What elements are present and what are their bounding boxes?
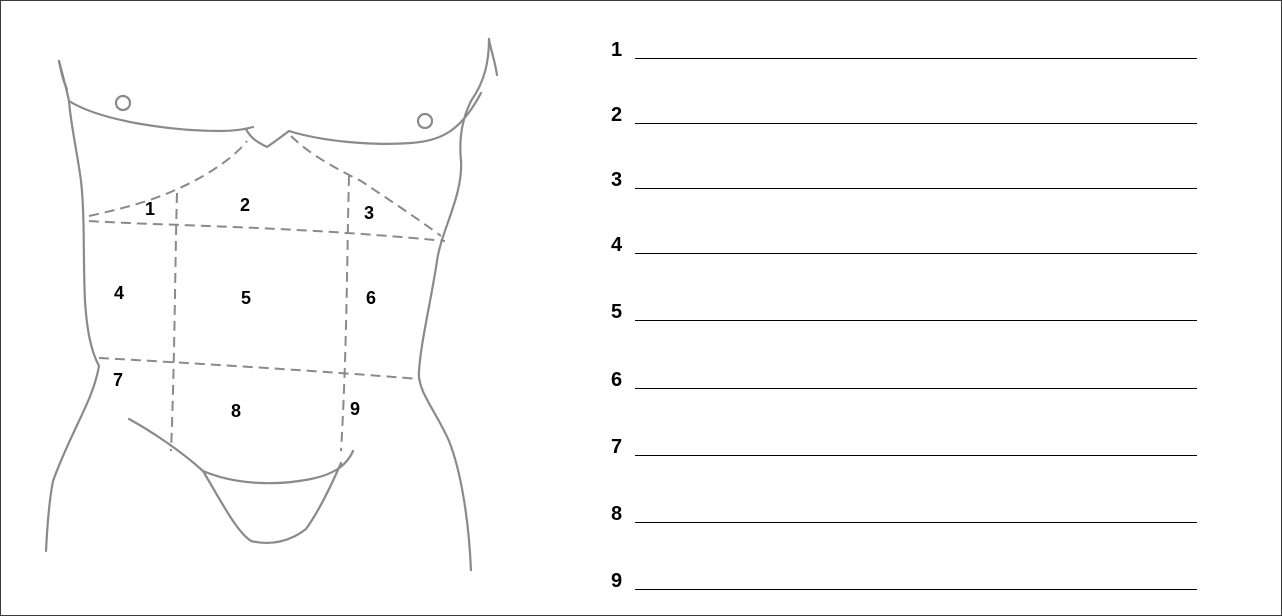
answer-row-5: 5	[611, 293, 1201, 323]
region-label-6: 6	[366, 288, 376, 308]
answer-field-1[interactable]	[635, 58, 1197, 59]
answer-number-3: 3	[611, 169, 635, 191]
left-costal-margin	[89, 141, 247, 216]
torso-drawing: 1 2 3 4 5 6 7 8 9	[41, 31, 511, 571]
region-label-1: 1	[145, 199, 155, 219]
upper-horizontal-line	[89, 221, 445, 241]
region-dividers	[89, 136, 445, 451]
left-vertical-line	[171, 193, 177, 451]
pelvic-line	[129, 419, 353, 483]
answer-row-2: 2	[611, 96, 1201, 126]
region-label-4: 4	[114, 283, 124, 303]
right-chest-line	[289, 93, 481, 144]
right-body-contour	[419, 39, 489, 571]
answer-number-9: 9	[611, 570, 635, 592]
answer-row-9: 9	[611, 562, 1201, 592]
right-vertical-line	[341, 176, 349, 451]
xiphoid-notch	[246, 129, 289, 147]
answer-field-9[interactable]	[635, 589, 1197, 590]
answer-number-5: 5	[611, 301, 635, 323]
answer-field-6[interactable]	[635, 388, 1197, 389]
region-label-5: 5	[241, 288, 251, 308]
answer-field-4[interactable]	[635, 253, 1197, 254]
right-shoulder-stroke	[489, 39, 497, 75]
region-label-2: 2	[240, 195, 250, 215]
answer-row-8: 8	[611, 495, 1201, 525]
left-nipple	[116, 96, 130, 110]
answer-number-8: 8	[611, 503, 635, 525]
answer-number-6: 6	[611, 369, 635, 391]
region-label-3: 3	[364, 203, 374, 223]
region-labels: 1 2 3 4 5 6 7 8 9	[113, 195, 376, 421]
answer-field-8[interactable]	[635, 522, 1197, 523]
answer-number-7: 7	[611, 436, 635, 458]
answer-number-1: 1	[611, 39, 635, 61]
abdominal-regions-diagram: 1 2 3 4 5 6 7 8 9	[41, 31, 511, 571]
answer-number-2: 2	[611, 104, 635, 126]
answer-row-4: 4	[611, 226, 1201, 256]
answer-field-7[interactable]	[635, 455, 1197, 456]
left-body-contour	[46, 61, 99, 551]
region-label-7: 7	[113, 370, 123, 390]
answer-row-7: 7	[611, 428, 1201, 458]
lower-horizontal-line	[99, 358, 419, 379]
answer-row-6: 6	[611, 361, 1201, 391]
right-nipple	[418, 114, 432, 128]
answer-field-2[interactable]	[635, 123, 1197, 124]
answer-number-4: 4	[611, 234, 635, 256]
left-shoulder-stroke	[59, 61, 67, 89]
answer-row-1: 1	[611, 31, 1201, 61]
answer-field-5[interactable]	[635, 320, 1197, 321]
torso-outline	[46, 39, 497, 571]
region-label-8: 8	[231, 401, 241, 421]
answer-field-3[interactable]	[635, 188, 1197, 189]
answer-row-3: 3	[611, 161, 1201, 191]
region-label-9: 9	[350, 399, 360, 419]
groin-outline	[203, 463, 341, 543]
left-chest-line	[69, 101, 253, 131]
